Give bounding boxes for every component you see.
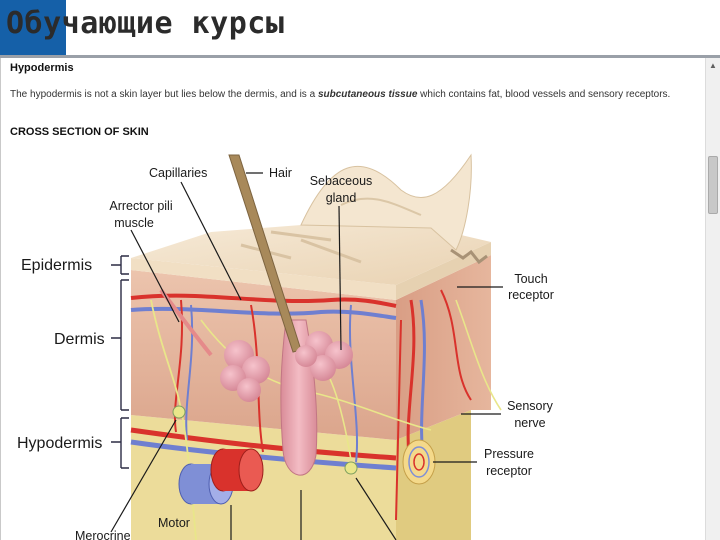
label-pressure-1: Pressure — [484, 447, 534, 461]
sebaceous-glands — [220, 331, 353, 402]
nerve-ending — [172, 405, 186, 419]
cut-vessels — [178, 448, 264, 505]
label-sensory-2: nerve — [514, 416, 545, 430]
article-paragraph: The hypodermis is not a skin layer but l… — [10, 88, 690, 101]
article-heading: Hypodermis — [10, 62, 74, 74]
article-content: Hypodermis The hypodermis is not a skin … — [1, 58, 706, 540]
label-dermis: Dermis — [54, 331, 105, 348]
header-accent-block — [0, 0, 66, 57]
vertical-scrollbar[interactable]: ▲ — [705, 58, 720, 540]
artery-lower — [130, 427, 397, 461]
label-arrector-1: Arrector pili — [109, 199, 172, 213]
slide-header: Обучающие курсы — [0, 0, 720, 58]
label-sebaceous-2: gland — [326, 191, 357, 205]
label-hair: Hair — [269, 166, 292, 180]
label-motor: Motor — [158, 516, 190, 530]
label-touch-2: receptor — [508, 288, 554, 302]
slide-title: Обучающие курсы — [6, 6, 285, 41]
label-arrector-2: muscle — [114, 216, 154, 230]
browser-content-frame: Hypodermis The hypodermis is not a skin … — [0, 58, 720, 540]
label-hypodermis: Hypodermis — [17, 435, 102, 452]
paragraph-text-end: which contains fat, blood vessels and se… — [417, 89, 671, 100]
scroll-up-arrow-icon[interactable]: ▲ — [709, 60, 717, 70]
nerve-ending — [344, 461, 358, 475]
leader-lines — [110, 172, 503, 540]
arrector-leader — [130, 229, 180, 323]
paragraph-text-start: The hypodermis is not a skin layer but l… — [10, 89, 318, 100]
skin-surface — [131, 225, 491, 285]
capillaries-leader — [180, 181, 242, 301]
label-merocrine: Merocrine — [75, 529, 131, 540]
label-sensory-1: Sensory — [507, 399, 554, 413]
label-pressure-2: receptor — [486, 464, 532, 478]
layer-brackets — [111, 255, 129, 469]
label-touch-1: Touch — [514, 272, 547, 286]
sebaceous-leader — [338, 205, 342, 351]
merocrine-leader — [110, 419, 177, 533]
pressure-receptor-shape — [402, 439, 436, 485]
skin-cross-section-diagram: Epidermis Dermis Hypodermis Capillaries … — [17, 153, 554, 540]
label-epidermis: Epidermis — [21, 257, 92, 274]
epidermis-strip — [131, 258, 396, 300]
header-divider — [0, 55, 720, 58]
hypodermis-layer — [131, 415, 396, 540]
label-sebaceous-1: Sebaceous — [310, 174, 373, 188]
paragraph-emphasis: subcutaneous tissue — [317, 89, 418, 100]
label-capillaries: Capillaries — [149, 166, 207, 180]
section-heading: CROSS SECTION OF SKIN — [10, 126, 149, 138]
artery-upper — [130, 293, 397, 308]
scrollbar-thumb[interactable] — [708, 156, 718, 214]
artery-cross-section — [238, 448, 264, 492]
